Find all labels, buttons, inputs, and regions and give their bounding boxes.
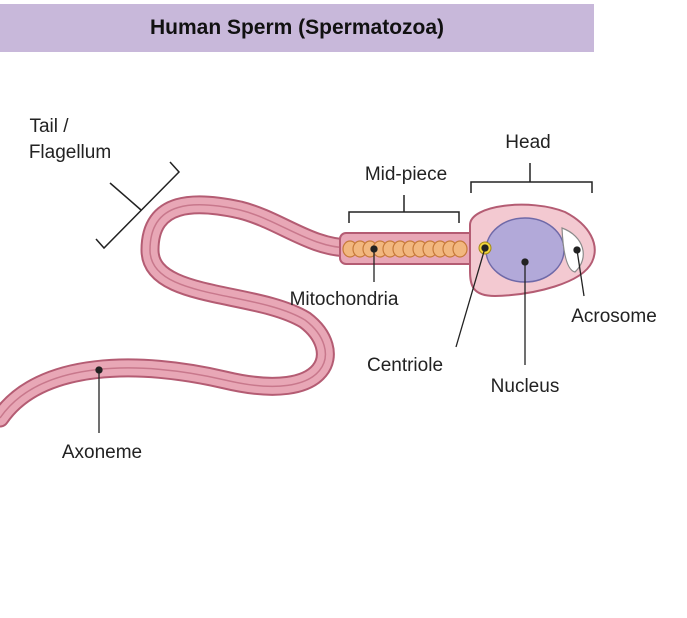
label-axoneme: Axoneme	[62, 442, 142, 463]
brackets	[95, 161, 593, 250]
label-midpiece: Mid-piece	[365, 164, 447, 185]
head-bracket	[470, 181, 593, 193]
label-tail-line2: Flagellum	[29, 142, 111, 163]
label-head: Head	[505, 132, 550, 153]
tail-bracket	[95, 161, 181, 250]
axoneme-line	[0, 204, 351, 419]
label-tail-line1: Tail /	[29, 116, 69, 137]
midpiece-bracket	[348, 211, 460, 223]
label-centriole: Centriole	[367, 355, 443, 376]
label-nucleus: Nucleus	[491, 376, 560, 397]
label-acrosome: Acrosome	[571, 306, 657, 327]
acrosome	[561, 227, 584, 273]
diagram-title: Human Sperm (Spermatozoa)	[149, 16, 445, 39]
mitochondria-coil	[342, 240, 468, 258]
tail	[0, 197, 358, 426]
label-mitochondria: Mitochondria	[290, 289, 399, 310]
leader-lines	[95, 244, 585, 433]
title-bar: Human Sperm (Spermatozoa)	[0, 4, 594, 52]
